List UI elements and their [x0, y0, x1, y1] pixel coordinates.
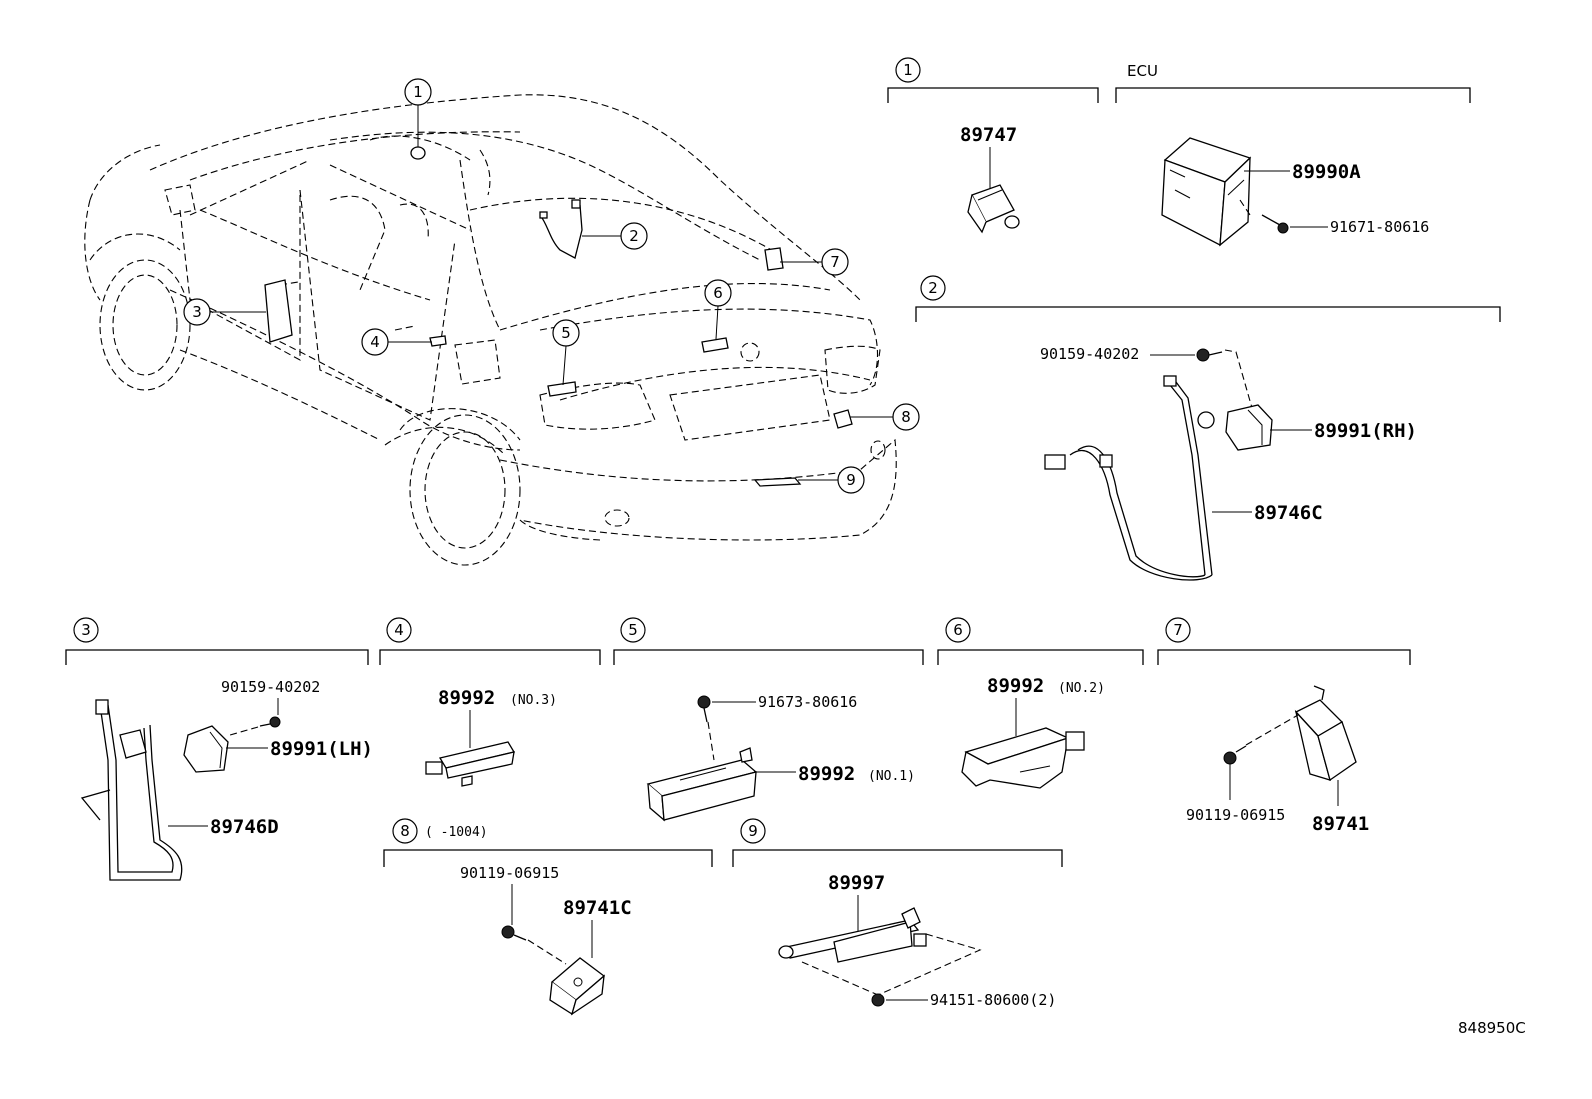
part-89992-no1-label: 89992: [798, 763, 855, 785]
section-8: 8 ( -1004) 90119-06915 89741C: [383, 818, 713, 1016]
part-89991LH-label: 89991(LH): [270, 738, 373, 760]
part-89992-no2-label: 89992: [987, 675, 1044, 697]
section-8-range: ( -1004): [425, 825, 488, 840]
callout-3: 3: [183, 298, 211, 326]
callout-6: 6: [704, 279, 732, 307]
car-callout-leaders: [210, 105, 893, 481]
bolt-91673-80616-label: 91673-80616: [758, 693, 857, 711]
part-89992-no3-note: (NO.3): [510, 693, 557, 708]
part-89992-no3-label: 89992: [438, 687, 495, 709]
section-6: 6 89992 (NO.2): [937, 617, 1144, 789]
bolt-91671-80616-shape: [1261, 214, 1289, 234]
svg-text:4: 4: [394, 621, 404, 639]
part-89997-shape: [778, 907, 927, 963]
part-89741-shape: [1294, 685, 1357, 782]
part-89746D-label: 89746D: [210, 816, 279, 838]
harness-89746C-shape: [1044, 375, 1213, 581]
part-89991LH-shape: [183, 725, 229, 773]
nut-94151-80600-label: 94151-80600(2): [930, 991, 1056, 1009]
part-89747-label: 89747: [960, 124, 1017, 146]
section-3: 3 90159-40202 89991(LH) 89746D: [65, 617, 373, 881]
svg-text:9: 9: [846, 471, 856, 489]
section-4: 4 89992 (NO.3): [379, 617, 601, 787]
part-89992-no1-shape: [646, 747, 758, 822]
car-illustration: [84, 94, 897, 566]
svg-text:5: 5: [628, 621, 638, 639]
callout-5: 5: [552, 319, 580, 347]
bolt-90159-40202-lh-label: 90159-40202: [221, 678, 320, 696]
part-89997-label: 89997: [828, 872, 885, 894]
bolt-90119-06915-s7-label: 90119-06915: [1186, 806, 1285, 824]
part-89741C-label: 89741C: [563, 897, 632, 919]
callout-9: 9: [837, 466, 865, 494]
nut-94151-80600-shape: [871, 993, 885, 1007]
part-89746C-label: 89746C: [1254, 502, 1323, 524]
section-9: 9 89997 94151-80600(2): [732, 818, 1063, 1009]
svg-text:8: 8: [901, 408, 911, 426]
part-89747-shape: [967, 184, 1020, 234]
callout-4: 4: [361, 328, 389, 356]
svg-text:8: 8: [400, 822, 410, 840]
svg-text:3: 3: [192, 303, 202, 321]
svg-text:1: 1: [903, 61, 913, 79]
section-2: 2 90159-40202 89991(RH) 89746C: [915, 275, 1501, 581]
callout-8: 8: [892, 403, 920, 431]
svg-text:2: 2: [928, 279, 938, 297]
callout-2: 2: [620, 222, 648, 250]
bolt-90119-06915-s8-label: 90119-06915: [460, 864, 559, 882]
bolt-91671-80616-label: 91671-80616: [1330, 218, 1429, 236]
svg-text:9: 9: [748, 822, 758, 840]
part-89741-label: 89741: [1312, 813, 1369, 835]
section-7: 7 90119-06915 89741: [1157, 617, 1411, 835]
section-5: 5 91673-80616 89992 (NO.1): [613, 617, 924, 822]
bolt-90119-06915-s8-shape: [501, 925, 527, 941]
diagram-id: 848950C: [1458, 1019, 1526, 1037]
part-89992-no1-note: (NO.1): [868, 769, 915, 784]
part-89991RH-shape: [1197, 404, 1273, 451]
svg-text:5: 5: [561, 324, 571, 342]
svg-text:4: 4: [370, 333, 380, 351]
svg-text:7: 7: [1173, 621, 1183, 639]
svg-text:6: 6: [953, 621, 963, 639]
section-1: 1 89747: [887, 57, 1099, 234]
callout-7: 7: [821, 248, 849, 276]
harness-89746D-shape: [80, 699, 183, 881]
svg-text:7: 7: [830, 253, 840, 271]
section-ecu: ECU 89990A 91671-80616: [1115, 62, 1471, 247]
bolt-91673-80616-shape: [697, 695, 711, 723]
bolt-90159-40202-label: 90159-40202: [1040, 345, 1139, 363]
part-89992-no3-shape: [425, 741, 516, 787]
ecu-title: ECU: [1127, 62, 1158, 80]
svg-text:1: 1: [413, 83, 423, 101]
part-89992-no2-shape: [961, 727, 1085, 789]
part-89990A-label: 89990A: [1292, 161, 1361, 183]
bolt-90119-06915-s7-shape: [1223, 745, 1247, 765]
callout-1: 1: [404, 78, 432, 106]
svg-text:3: 3: [81, 621, 91, 639]
part-89990A-shape: [1161, 137, 1252, 247]
svg-text:2: 2: [629, 227, 639, 245]
part-89992-no2-note: (NO.2): [1058, 681, 1105, 696]
svg-text:6: 6: [713, 284, 723, 302]
bolt-90159-40202-lh-shape: [259, 716, 281, 728]
part-89741C-shape: [549, 957, 606, 1016]
bolt-90159-40202-shape: [1196, 348, 1223, 362]
part-89991RH-label: 89991(RH): [1314, 420, 1417, 442]
